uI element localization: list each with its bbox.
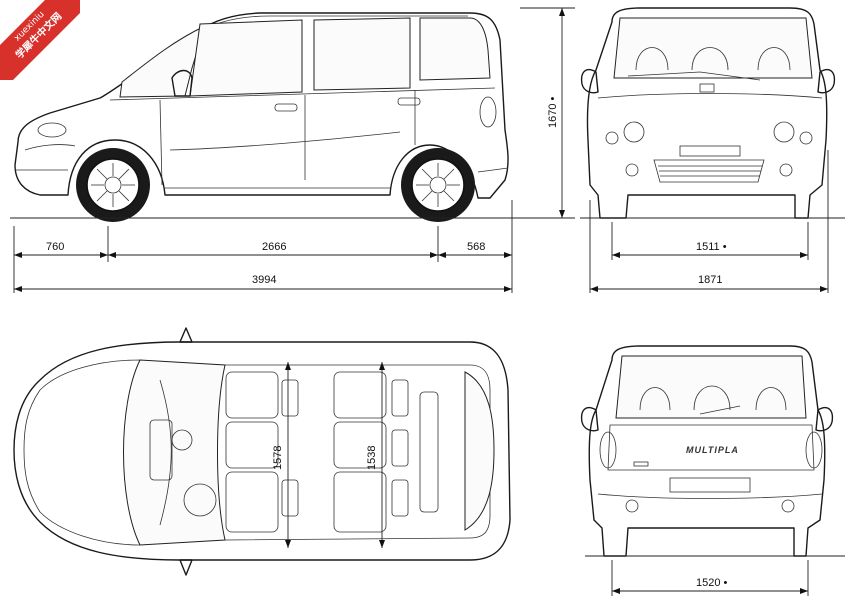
taillight-left xyxy=(599,431,617,469)
front-wheel xyxy=(76,148,150,222)
side-view xyxy=(10,12,575,222)
rear-dimensions: 1520 • xyxy=(611,560,809,596)
rear-right-mirror xyxy=(815,406,834,432)
rear-window xyxy=(615,355,807,419)
front-track-label: 1511 • xyxy=(696,241,727,253)
front-dimensions: 1511 • 1871 xyxy=(589,150,829,293)
interior-width-front-label: 1578 xyxy=(272,446,284,470)
right-mirror xyxy=(817,68,836,94)
overall-height-label: 1670 • xyxy=(547,96,559,128)
wheelbase-label: 2666 xyxy=(262,241,286,253)
front-seats xyxy=(225,371,299,533)
steering-wheel xyxy=(183,483,217,517)
headlight-side xyxy=(37,122,67,138)
rear-overhang-label: 568 xyxy=(467,241,485,253)
rear-wheel xyxy=(401,148,475,222)
top-windscreen xyxy=(123,359,226,546)
overall-width-label: 1871 xyxy=(698,274,722,286)
side-mirror xyxy=(171,69,193,97)
overall-length-label: 3994 xyxy=(252,274,276,286)
rear-track-label: 1520 • xyxy=(696,577,728,589)
rear-left-mirror xyxy=(580,406,599,432)
front-overhang-label: 760 xyxy=(46,241,64,253)
top-view: 1578 1538 xyxy=(13,327,511,576)
rear-badge: MULTIPLA xyxy=(686,445,739,455)
taillight-side xyxy=(479,96,497,128)
interior-width-rear-label: 1538 xyxy=(366,446,378,470)
taillight-right xyxy=(805,431,823,469)
rear-window-top xyxy=(464,371,495,531)
rear-seats xyxy=(333,371,439,533)
quarter-window xyxy=(419,17,491,81)
front-headlight-right xyxy=(773,121,795,143)
side-dimensions: 760 2666 568 3994 1670 • xyxy=(13,7,575,293)
watermark-ribbon: xuexiniu 学犀牛中文网 xyxy=(0,0,80,80)
left-mirror xyxy=(580,68,599,94)
front-view xyxy=(580,7,845,219)
license-plate xyxy=(669,477,751,493)
front-headlight-left xyxy=(623,121,645,143)
rear-view: MULTIPLA xyxy=(580,345,845,557)
front-door-window xyxy=(189,19,303,97)
windscreen-side xyxy=(119,25,206,98)
rear-door-window xyxy=(313,17,411,91)
front-grille xyxy=(653,159,765,183)
